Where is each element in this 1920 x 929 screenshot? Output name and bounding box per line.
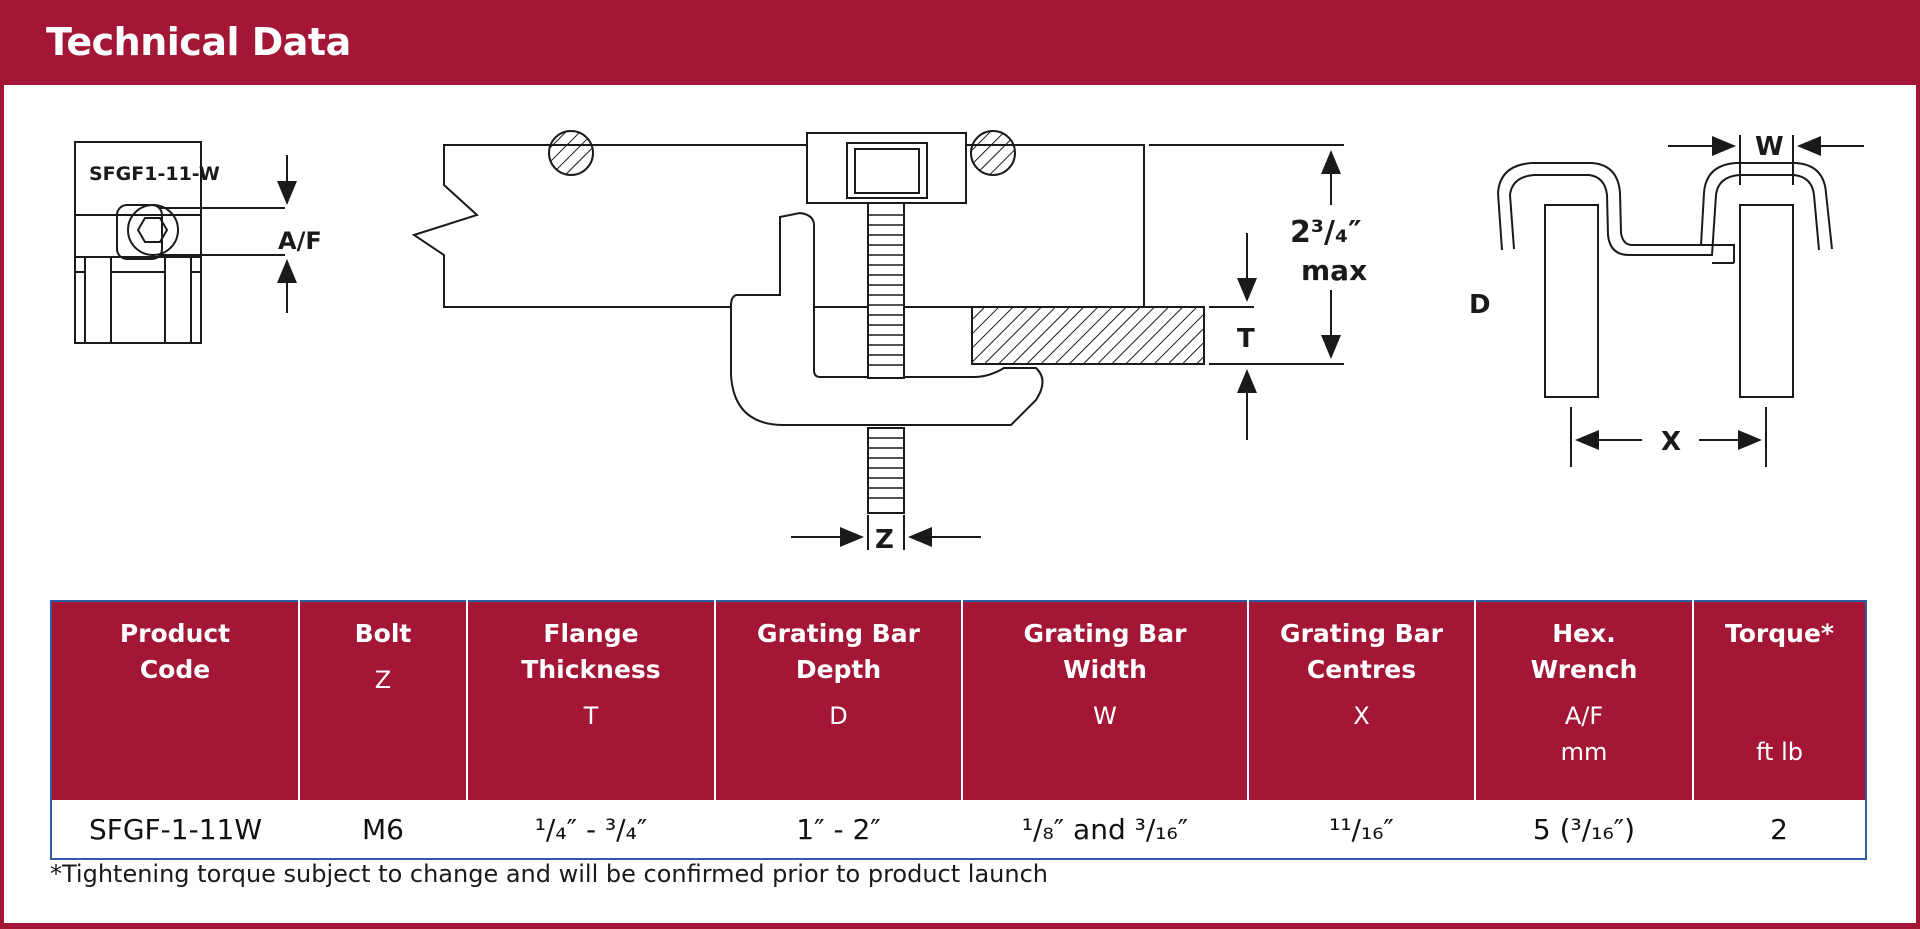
technical-drawings: SFGF1-11-W A/F — [74, 130, 1864, 555]
hex-socket-icon — [136, 217, 169, 243]
cell-bolt: M6 — [299, 800, 467, 859]
cell-grating-bar-centres: ¹¹/₁₆″ — [1248, 800, 1475, 859]
cell-torque: 2 — [1693, 800, 1866, 859]
cell-grating-bar-width: ¹/₈″ and ³/₁₆″ — [962, 800, 1248, 859]
col-header-bolt: Bolt Z — [299, 601, 468, 800]
content-panel: SFGF1-11-W A/F — [4, 85, 1916, 923]
max-height-qualifier: max — [1301, 254, 1367, 287]
page-header: Technical Data — [0, 0, 1920, 84]
cell-product-code: SFGF-1-11W — [51, 800, 299, 859]
technical-data-table: Product Code Bolt Z Flange Thickness T G… — [50, 600, 1867, 860]
table-row: SFGF-1-11W M6 ¹/₄″ - ³/₄″ 1″ - 2″ ¹/₈″ a… — [51, 800, 1866, 859]
w-dimension-label: W — [1755, 132, 1784, 162]
end-view-product-label: SFGF1-11-W — [89, 163, 220, 185]
bolt-head — [127, 204, 179, 256]
flange-section — [971, 306, 1205, 365]
col-header-flange-thickness: Flange Thickness T — [467, 601, 716, 800]
col-header-grating-bar-depth: Grating Bar Depth D — [715, 601, 963, 800]
bolt-thread-upper — [868, 214, 904, 366]
col-header-torque: Torque* ft lb — [1693, 601, 1866, 800]
clamp-body-outline — [74, 214, 202, 344]
t-dimension-label: T — [1237, 324, 1255, 354]
x-dimension-label: X — [1661, 427, 1681, 457]
cell-grating-bar-depth: 1″ - 2″ — [715, 800, 962, 859]
col-header-hex-wrench: Hex. Wrench A/F mm — [1475, 601, 1694, 800]
d-dimension-label: D — [1469, 290, 1491, 320]
cell-flange-thickness: ¹/₄″ - ³/₄″ — [467, 800, 715, 859]
grating-bar-section — [970, 130, 1016, 176]
col-header-product-code: Product Code — [51, 601, 300, 800]
table-header-row: Product Code Bolt Z Flange Thickness T G… — [51, 601, 1866, 800]
footnote: *Tightening torque subject to change and… — [50, 860, 1048, 888]
z-dimension-label: Z — [875, 525, 894, 555]
col-header-grating-bar-centres: Grating Bar Centres X — [1248, 601, 1476, 800]
side-view-drawing — [411, 130, 1344, 550]
grating-bar-section — [548, 130, 594, 176]
end-view-drawing — [74, 141, 297, 344]
col-header-grating-bar-width: Grating Bar Width W — [962, 601, 1249, 800]
bolt-thread-lower — [868, 437, 904, 499]
grating-bar-drawing — [1496, 135, 1864, 467]
max-height-value: 2³/₄″ — [1290, 215, 1362, 250]
page-title: Technical Data — [46, 20, 351, 64]
af-label: A/F — [278, 227, 322, 255]
cell-hex-wrench: 5 (³/₁₆″) — [1475, 800, 1693, 859]
